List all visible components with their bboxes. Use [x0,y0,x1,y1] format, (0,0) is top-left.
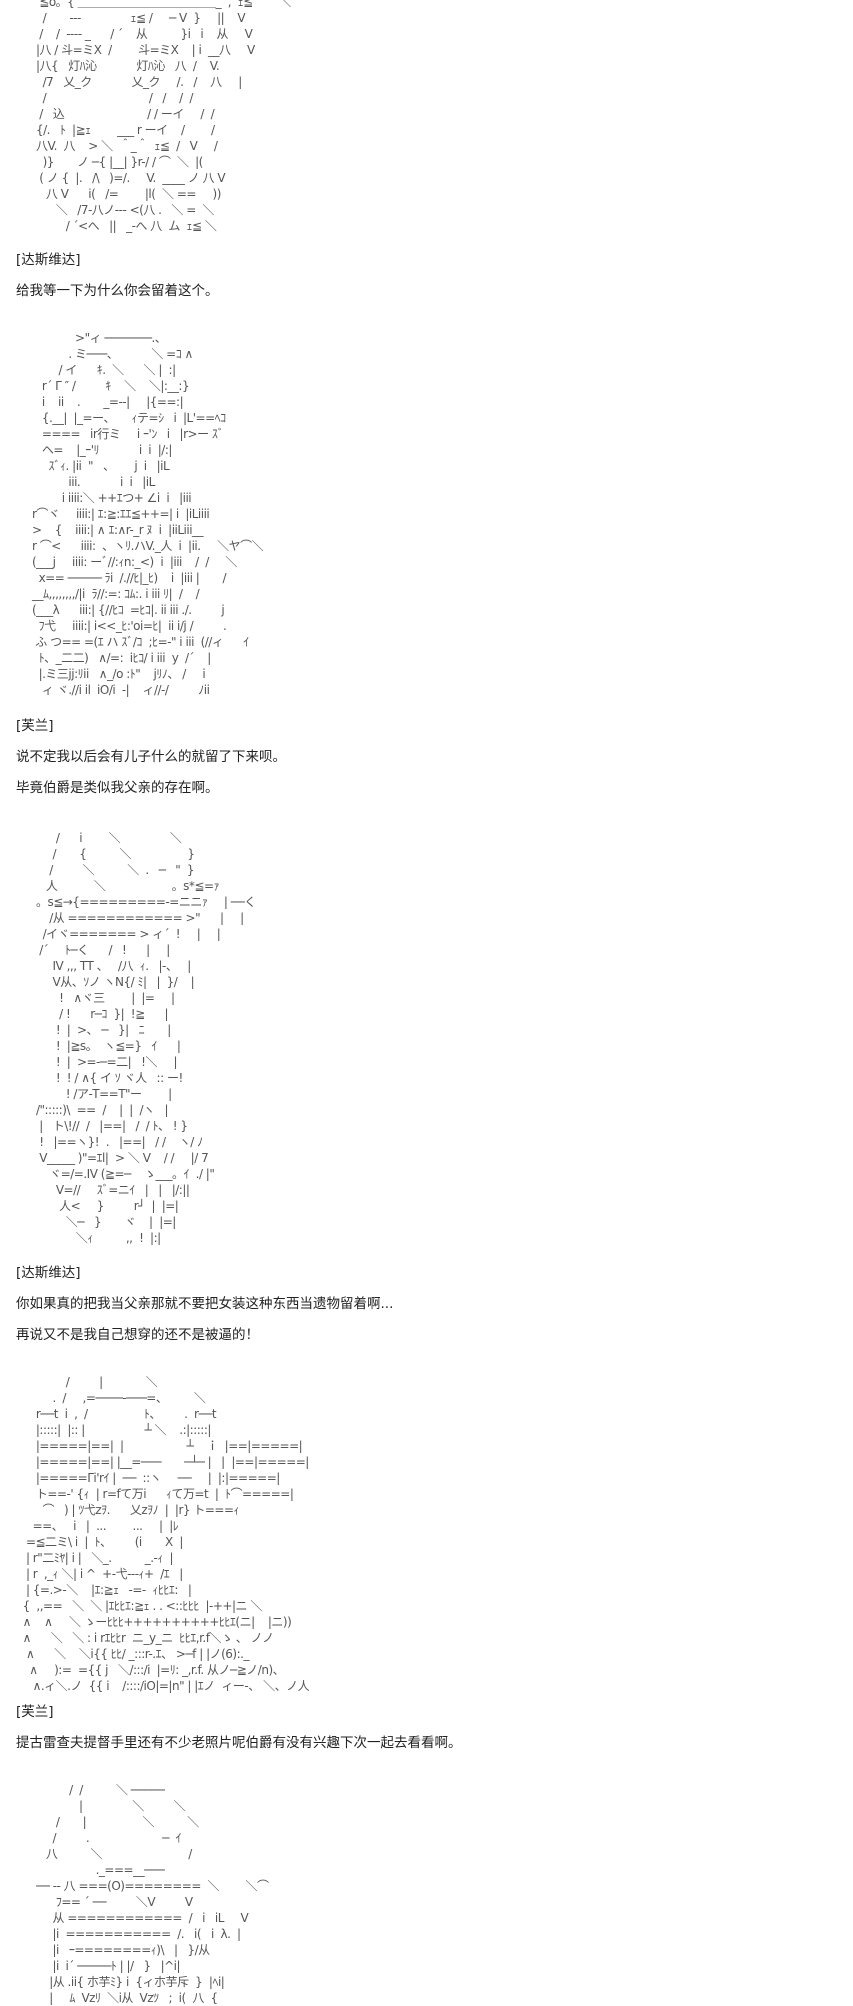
dialogue-line: 你如果真的把我当父亲那就不要把女装这种东西当遗物留着啊... [16,1296,394,1312]
ascii-art-5: / / ＼ ───── | ＼ ＼ / | ＼ ＼ / . ─ ｲ 八 ＼ [35,1783,269,2005]
ascii-art-2: >"ィ ───────.、 . ミ───、 ＼ =ｺ ∧ / イ ｷ. ＼ ＼ … [31,331,264,697]
dialogue-line: 再说又不是我自己想穿的还不是被逼的！ [16,1327,259,1343]
dialogue-line: 提古雷查夫提督手里还有不少老照片呢伯爵有没有兴趣下次一起去看看啊。 [16,1735,462,1751]
ascii-art-4: / | ＼ . / ,=────-───=、 ＼ r──t i , / ﾄ、 .… [22,1375,310,1693]
speaker-label: [达斯维达] [16,252,81,268]
dialogue-line: 说不定我以后会有儿子什么的就留了下来呗。 [16,749,286,765]
dialogue-line: 给我等一下为什么你会留着这个。 [16,283,219,299]
speaker-label: [芙兰] [16,1704,54,1720]
ascii-art-1: ≦o。{ ＿＿＿＿＿＿＿＿＿＿＿＿_ , ｪ≦ ＼ / --- ｪ≦ / ─ V… [35,0,291,233]
ascii-art-3: / i ＼ ＼ / { ＼ } / ＼ ＼ . ─ " } 人 ＼ 。s*≦=ｧ… [35,831,256,1245]
speaker-label: [达斯维达] [16,1265,81,1281]
speaker-label: [芙兰] [16,718,54,734]
dialogue-line: 毕竟伯爵是类似我父亲的存在啊。 [16,780,219,796]
